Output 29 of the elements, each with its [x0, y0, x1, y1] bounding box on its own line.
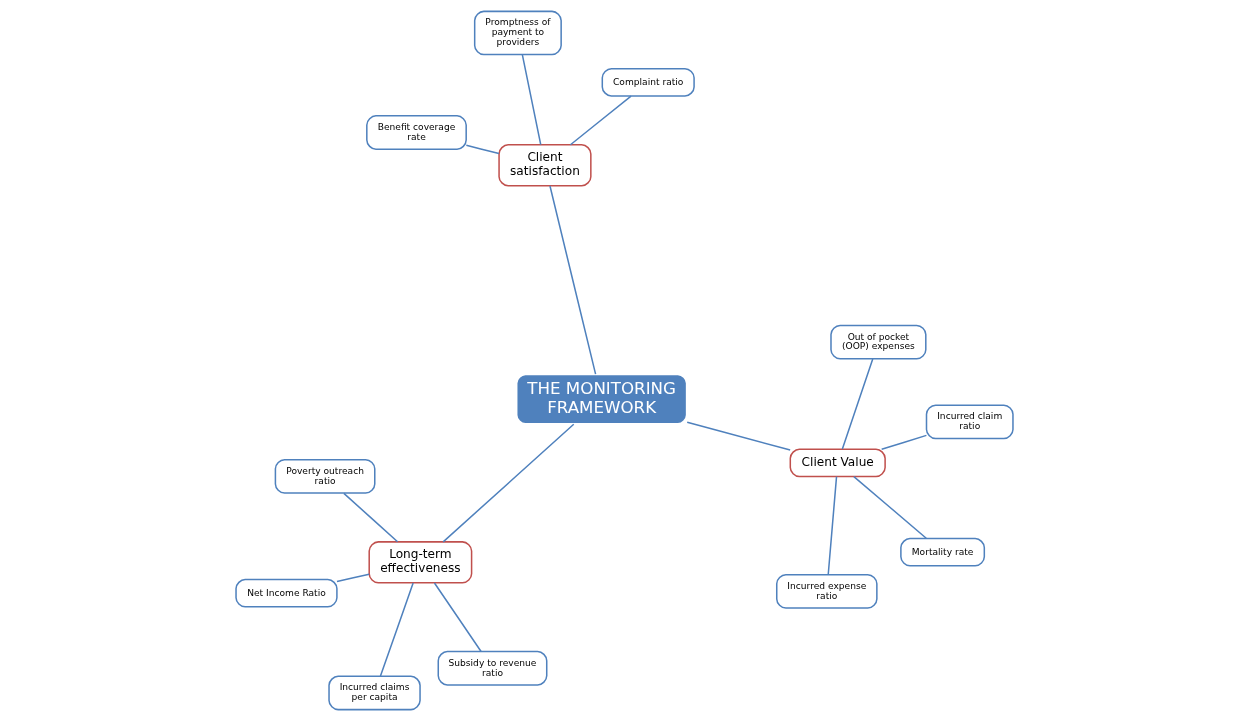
node-box: Client satisfaction — [498, 144, 592, 187]
connector — [827, 475, 838, 576]
connector — [880, 434, 928, 451]
connector — [343, 492, 399, 543]
node-box: Promptness of payment to providers — [473, 10, 562, 56]
node-box: THE MONITORING FRAMEWORK — [515, 373, 689, 426]
node-box: Benefit coverage rate — [366, 115, 467, 150]
node-box: Out of pocket (OOP) expenses — [830, 324, 927, 360]
node-box: Long-term effectiveness — [368, 541, 473, 584]
node-box: Incurred claims per capita — [328, 675, 421, 711]
connector — [379, 582, 414, 677]
connector — [336, 573, 370, 583]
connector — [549, 185, 597, 375]
connector — [569, 95, 632, 146]
connector — [853, 475, 927, 539]
node-box: Subsidy to revenue ratio — [437, 650, 548, 686]
node-box: Incurred claim ratio — [925, 404, 1014, 440]
node-box: Incurred expense ratio — [776, 573, 878, 609]
connector — [465, 144, 500, 155]
node-box: Poverty outreach ratio — [274, 459, 376, 494]
connector — [686, 421, 791, 451]
connector — [442, 423, 575, 543]
node-box: Mortality rate — [900, 537, 986, 567]
node-box: Client Value — [789, 448, 886, 478]
connector — [521, 53, 542, 146]
node-box: Complaint ratio — [601, 67, 695, 97]
connector — [841, 358, 874, 450]
node-box: Net Income Ratio — [235, 578, 338, 608]
connector — [433, 582, 482, 653]
